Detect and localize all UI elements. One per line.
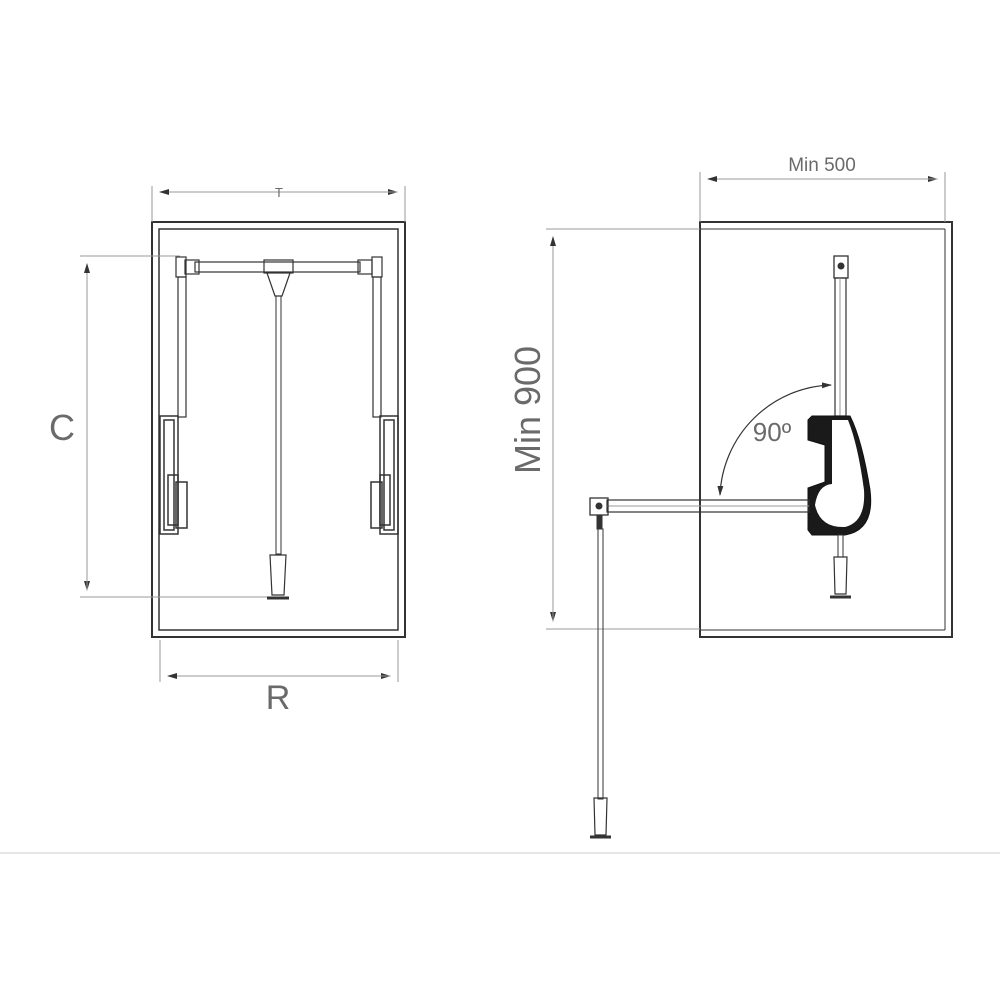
cabinet-inner [158, 228, 399, 631]
height-label: C [49, 407, 75, 448]
min-height-label: Min 900 [507, 346, 548, 474]
angle-label: 90º [753, 417, 792, 447]
cabinet-outer [151, 221, 406, 638]
drop-rod-handle [593, 797, 608, 836]
min-depth-label: Min 500 [788, 155, 856, 176]
side-view [546, 172, 953, 839]
inner-width-label: R [266, 679, 291, 717]
drop-rod [597, 528, 604, 800]
side-cabinet [699, 221, 953, 638]
width-label: T [275, 185, 283, 200]
front-view [80, 186, 406, 682]
right-lift-mechanism [370, 415, 399, 535]
left-lift-mechanism [159, 415, 188, 535]
angle-arc [719, 382, 832, 496]
pull-handle [269, 554, 287, 596]
hanging-rail [194, 261, 361, 273]
